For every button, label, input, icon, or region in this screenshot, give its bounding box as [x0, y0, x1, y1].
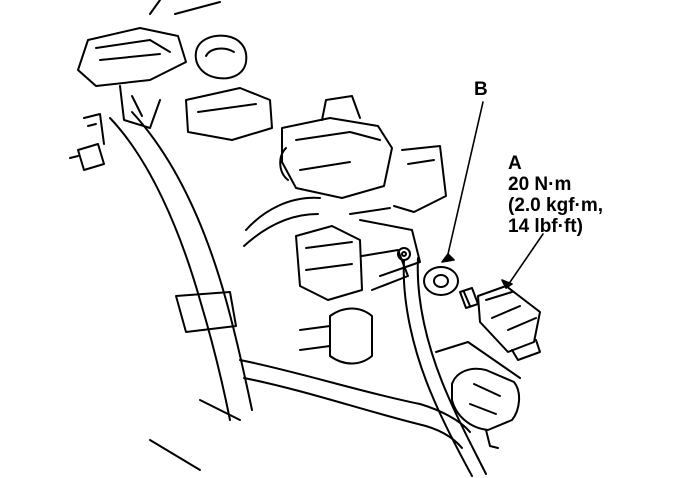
sensor-connector — [435, 341, 521, 449]
sealing-washer — [423, 266, 459, 296]
torque-nm: 20 N·m — [508, 174, 572, 195]
callout-b: B — [474, 79, 488, 100]
callout-a: A 20 N·m (2.0 kgf·m, 14 lbf·ft) — [508, 153, 603, 237]
torque-kgfm: (2.0 kgf·m, — [508, 195, 604, 216]
leader-line-a — [505, 233, 544, 289]
leader-line-b — [447, 101, 484, 255]
large-hose — [109, 111, 253, 421]
intake-component-group — [77, 0, 273, 141]
lower-pipework — [149, 307, 471, 471]
vsv-connector — [243, 196, 409, 301]
torque-lbfft: 14 lbf·ft) — [508, 216, 583, 237]
mounting-bracket — [359, 219, 421, 277]
callout-a-letter: A — [508, 153, 522, 174]
callout-b-letter: B — [474, 79, 488, 100]
leader-lines — [441, 101, 544, 289]
sensor-harness — [402, 257, 487, 477]
solenoid-assembly — [279, 95, 447, 213]
small-connector — [69, 113, 105, 171]
knock-sensor — [459, 285, 541, 361]
